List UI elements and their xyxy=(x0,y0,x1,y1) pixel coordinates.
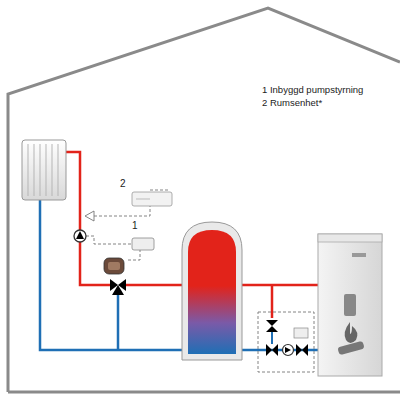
storage-tank xyxy=(182,222,242,360)
legend-note: 1 Inbyggd pumpstyrning xyxy=(262,85,363,96)
callout-number: 2 xyxy=(120,178,126,190)
flow-indicator xyxy=(85,211,94,221)
legend-note: 2 Rumsenhet* xyxy=(262,98,322,109)
house-floor xyxy=(8,391,400,394)
circulation-pump xyxy=(74,230,86,242)
callout-number: 1 xyxy=(132,220,138,232)
mixing-valve xyxy=(104,258,126,295)
house-outline xyxy=(8,8,400,392)
pump-controller xyxy=(132,238,154,250)
wood-boiler xyxy=(318,234,382,376)
room-unit xyxy=(132,192,172,206)
radiator xyxy=(22,140,66,200)
return-pipes xyxy=(40,198,318,350)
charging-pump-group xyxy=(258,312,314,372)
